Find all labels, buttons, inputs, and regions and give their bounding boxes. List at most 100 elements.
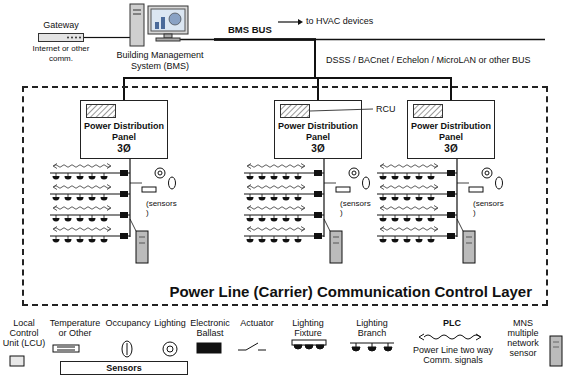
lamp-symbol	[416, 197, 423, 201]
part-label: RCU	[376, 104, 396, 114]
plc-wave	[381, 207, 437, 210]
lamp-symbol	[416, 176, 423, 180]
lighting-sensor-symbol	[349, 168, 359, 178]
gateway-device: GatewayInternet or other comm.	[26, 20, 96, 63]
lamp-drop	[80, 194, 81, 197]
lighting-sensor-inner	[485, 171, 489, 175]
lamp-symbol	[428, 218, 435, 222]
bms-stub	[106, 37, 130, 38]
plc-arrowhead	[380, 227, 384, 232]
lamp-symbol	[392, 197, 399, 201]
lamp-symbol	[428, 197, 435, 201]
lamp-symbol	[65, 197, 72, 201]
lamp-drop	[431, 194, 432, 197]
mns-box	[330, 231, 342, 263]
legend-text: Occupancy	[105, 318, 151, 328]
branch-drop	[372, 343, 373, 347]
temperature-tick	[57, 347, 75, 348]
sensor-wire	[457, 219, 463, 231]
legend-text: Lighting Branch	[346, 318, 398, 338]
lcu-box	[447, 233, 455, 239]
plc-arrowhead	[434, 185, 438, 190]
lamp-symbol	[65, 239, 72, 243]
temperature-symbol	[469, 187, 483, 192]
lamp-symbol	[271, 197, 278, 201]
lamp-drop	[56, 173, 57, 176]
plc-arrowhead	[107, 185, 111, 190]
mns-detail	[333, 243, 339, 244]
lamp-symbol	[404, 239, 411, 243]
arrow-line	[278, 21, 298, 22]
rcu-hatch	[87, 105, 116, 118]
rcu-hatch	[414, 105, 443, 118]
hvac-arrow	[278, 19, 303, 25]
lighting-sensor-symbol	[155, 168, 165, 178]
sensor-note: (sensors )	[473, 199, 507, 217]
lamp-drop	[262, 194, 263, 197]
lamp-symbol	[259, 218, 266, 222]
plc-arrowhead	[301, 206, 305, 211]
lighting-sensor-inner	[167, 346, 173, 352]
actuator-symbol	[258, 350, 266, 351]
gateway-body	[39, 34, 84, 42]
plc-arrowhead	[434, 164, 438, 169]
mns-detail	[553, 347, 559, 348]
lamp-drop	[68, 194, 69, 197]
lamp-drop	[407, 173, 408, 176]
occupancy-symbol	[169, 177, 176, 189]
lighting-branch	[244, 236, 324, 237]
region-title: Power Line (Carrier) Communication Contr…	[169, 283, 532, 300]
lamp-drop	[419, 194, 420, 197]
bus-connector	[214, 40, 318, 101]
lamp-drop	[262, 236, 263, 239]
legend-text: Actuator	[236, 318, 278, 328]
lamp-drop	[395, 194, 396, 197]
lamp-drop	[298, 215, 299, 218]
lcu-box	[120, 212, 128, 218]
occupancy-line	[127, 343, 128, 355]
branch-lamps	[352, 347, 392, 351]
rcu-box	[86, 104, 116, 118]
branch-drop	[388, 343, 389, 347]
lighting-branch	[244, 194, 324, 195]
power-distribution-panel: Power Distribution Panel3Ø	[274, 100, 362, 159]
lamp-symbol	[428, 239, 435, 243]
lcu-box	[120, 233, 128, 239]
sensor-note: (sensors )	[340, 199, 374, 217]
lamp-symbol	[392, 176, 399, 180]
lcu-box	[447, 170, 455, 176]
plc-arrowhead	[301, 227, 305, 232]
lamp-drop	[92, 236, 93, 239]
plc-wave	[54, 207, 110, 210]
lamp-drop	[262, 215, 263, 218]
plc-arrowhead	[247, 185, 251, 190]
plc-wave	[54, 228, 110, 231]
lamp-drop	[298, 173, 299, 176]
lamp-drop	[250, 236, 251, 239]
mns-detail	[466, 243, 472, 244]
lamp-symbol	[404, 197, 411, 201]
gateway-led	[67, 37, 69, 39]
bus-name: BMS BUS	[228, 24, 272, 35]
lamp-drop	[80, 215, 81, 218]
device-caption: Building Management System (BMS)	[106, 50, 214, 71]
lighting-branch	[50, 194, 130, 195]
lamp-drop	[419, 173, 420, 176]
lamp-symbol	[101, 176, 108, 180]
gateway-stub	[84, 37, 96, 38]
lamp-drop	[250, 215, 251, 218]
plc-arrowhead	[53, 227, 57, 232]
lamp-drop	[80, 173, 81, 176]
lcu-box	[314, 170, 322, 176]
sensor-wire	[130, 219, 136, 231]
lighting-branch	[377, 173, 457, 174]
lamp-symbol	[53, 239, 60, 242]
power-distribution-panel: Power Distribution Panel3Ø	[80, 100, 168, 159]
lamp-symbol	[89, 197, 96, 201]
gateway-led	[79, 37, 81, 39]
plc-arrowhead	[380, 185, 384, 190]
lcu-box	[447, 212, 455, 218]
lamp-drop	[274, 215, 275, 218]
plc-wave	[381, 165, 437, 168]
